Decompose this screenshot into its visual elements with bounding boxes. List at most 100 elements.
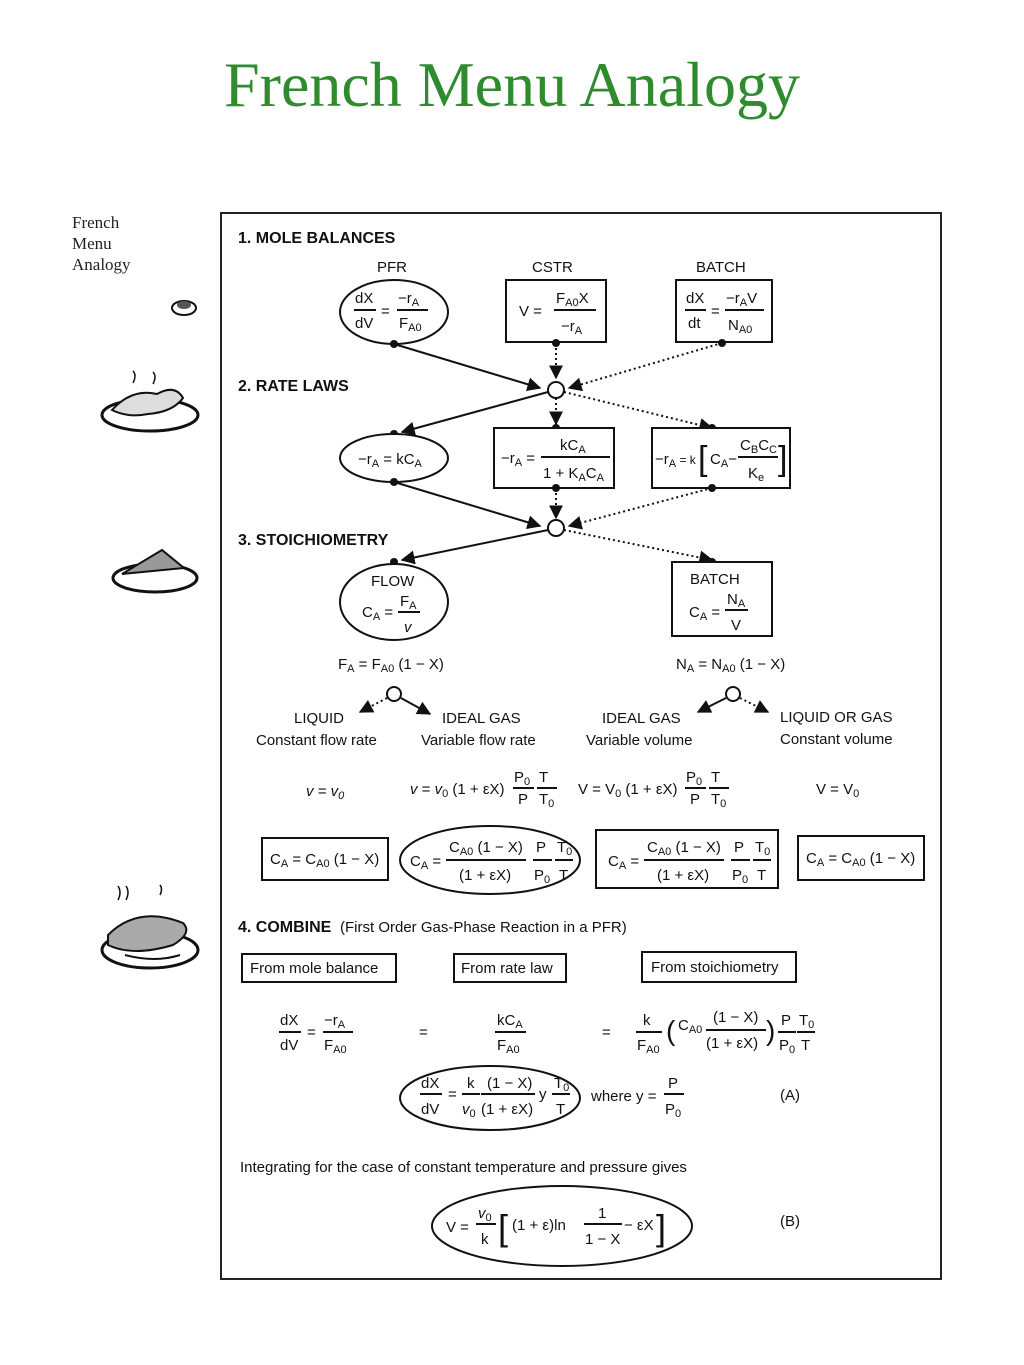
- svg-text:(1 + ε)ln: (1 + ε)ln: [512, 1217, 566, 1234]
- svg-text:T: T: [559, 867, 568, 884]
- svg-text:P: P: [536, 839, 546, 856]
- from-mole-balance: From mole balance: [250, 960, 378, 977]
- batch-label: BATCH: [696, 259, 746, 276]
- svg-text:P: P: [668, 1075, 678, 1092]
- junction-node: [547, 381, 565, 399]
- svg-text:P: P: [690, 791, 700, 808]
- svg-text:−rA =: −rA =: [501, 450, 535, 469]
- svg-text:k: k: [643, 1012, 651, 1029]
- svg-text:V =: V =: [519, 303, 542, 320]
- appetizer-icon: [171, 300, 197, 316]
- svg-text:FA0: FA0: [497, 1037, 520, 1056]
- svg-text:−rA = kCA: −rA = kCA: [358, 451, 423, 470]
- svg-text:P0: P0: [779, 1037, 795, 1056]
- liquid-label: LIQUID: [294, 710, 344, 727]
- svg-text:dt: dt: [688, 315, 701, 332]
- svg-text:P: P: [518, 791, 528, 808]
- equation-a-label: (A): [780, 1087, 800, 1104]
- flow-concentration: [339, 563, 449, 641]
- svg-text:T: T: [539, 769, 548, 786]
- svg-text:FA0: FA0: [399, 315, 422, 334]
- svg-text:−rA: −rA: [324, 1012, 346, 1031]
- svg-text:CA−: CA−: [710, 451, 737, 470]
- svg-text:− εX: − εX: [624, 1217, 654, 1234]
- svg-text:CA =: CA =: [608, 853, 639, 872]
- svg-text:P0: P0: [665, 1101, 681, 1120]
- svg-text:CBCC: CBCC: [740, 437, 777, 456]
- svg-text:v: v: [404, 619, 413, 636]
- pie-slice-icon: [111, 548, 199, 594]
- dessert-icon: [100, 884, 200, 970]
- svg-text:dX: dX: [280, 1012, 298, 1029]
- svg-text:=: =: [419, 1024, 428, 1041]
- ca-constant-volume: [797, 835, 925, 881]
- svg-text:dX: dX: [421, 1075, 439, 1092]
- junction-node: [547, 519, 565, 537]
- equation-a: [399, 1065, 581, 1131]
- svg-text:kCA: kCA: [497, 1012, 523, 1031]
- liquid-sub: Constant flow rate: [256, 732, 377, 749]
- svg-text:(: (: [666, 1015, 676, 1046]
- svg-text:=: =: [448, 1086, 457, 1103]
- svg-text:[: [: [498, 1207, 508, 1248]
- main-course-icon: [100, 370, 200, 433]
- svg-text:P0: P0: [514, 769, 530, 788]
- svg-text:T0: T0: [554, 1075, 569, 1094]
- svg-text:]: ]: [778, 440, 787, 478]
- side-label: French Menu Analogy: [72, 212, 131, 275]
- svg-text:CA =: CA =: [410, 853, 441, 872]
- svg-text:): ): [766, 1015, 775, 1046]
- svg-text:dV: dV: [355, 315, 373, 332]
- svg-text:P0: P0: [686, 769, 702, 788]
- batch-stoich-label: BATCH: [690, 571, 740, 588]
- svg-text:y: y: [539, 1086, 547, 1103]
- svg-text:=: =: [381, 303, 390, 320]
- svg-text:(1 + εX): (1 + εX): [706, 1035, 758, 1052]
- svg-text:FA0: FA0: [324, 1037, 347, 1056]
- svg-text:(1 − X): (1 − X): [487, 1075, 532, 1092]
- from-rate-law: From rate law: [461, 960, 553, 977]
- svg-text:V = V0: V = V0: [816, 781, 859, 800]
- batch-conversion: NA = NA0 (1 − X): [676, 656, 785, 675]
- equation-b-label: (B): [780, 1213, 800, 1230]
- svg-text:(1 + εX): (1 + εX): [481, 1101, 533, 1118]
- svg-text:−rA = k: −rA = k: [655, 451, 697, 470]
- side-label-line: French: [72, 213, 120, 232]
- svg-text:CA0: CA0: [678, 1017, 702, 1036]
- section-combine: 4. COMBINE: [238, 919, 332, 936]
- page-title: French Menu Analogy: [224, 49, 800, 120]
- section-stoichiometry: 3. STOICHIOMETRY: [238, 532, 389, 549]
- ideal-gas-flow-label: IDEAL GAS: [442, 710, 521, 727]
- side-label-line: Analogy: [72, 255, 131, 274]
- from-stoichiometry: From stoichiometry: [651, 959, 779, 976]
- flow-conversion: FA = FA0 (1 − X): [338, 656, 444, 675]
- section-combine-desc: (First Order Gas-Phase Reaction in a PFR…: [340, 919, 627, 936]
- svg-text:T: T: [556, 1101, 565, 1118]
- ca-liquid: [261, 837, 389, 881]
- side-label-line: Menu: [72, 234, 112, 253]
- liquid-or-gas-label: LIQUID OR GAS: [780, 709, 893, 726]
- where-label: where y =: [590, 1088, 657, 1105]
- svg-text:1 + KACA: 1 + KACA: [543, 465, 605, 484]
- svg-text:dX: dX: [355, 290, 373, 307]
- liquid-or-gas-sub: Constant volume: [780, 731, 893, 748]
- svg-text:=: =: [307, 1024, 316, 1041]
- ideal-gas-volume-label: IDEAL GAS: [602, 710, 681, 727]
- svg-text:(1 − X): (1 − X): [713, 1009, 758, 1026]
- from-mole-balance-box: [241, 953, 397, 983]
- svg-text:V =: V =: [446, 1219, 469, 1236]
- svg-text:P: P: [781, 1012, 791, 1029]
- from-stoichiometry-box: [641, 951, 797, 983]
- svg-text:1 − X: 1 − X: [585, 1231, 620, 1248]
- equation-b: [431, 1185, 693, 1267]
- cstr-label: CSTR: [532, 259, 573, 276]
- svg-text:dV: dV: [421, 1101, 439, 1118]
- svg-text:T0: T0: [557, 839, 572, 858]
- svg-text:[: [: [698, 440, 708, 478]
- svg-text:T0: T0: [539, 791, 554, 810]
- batch-concentration: [671, 561, 773, 637]
- svg-text:v = v0 (1 + εX): v = v0 (1 + εX): [410, 781, 505, 800]
- svg-text:]: ]: [656, 1207, 666, 1248]
- from-rate-law-box: [453, 953, 567, 983]
